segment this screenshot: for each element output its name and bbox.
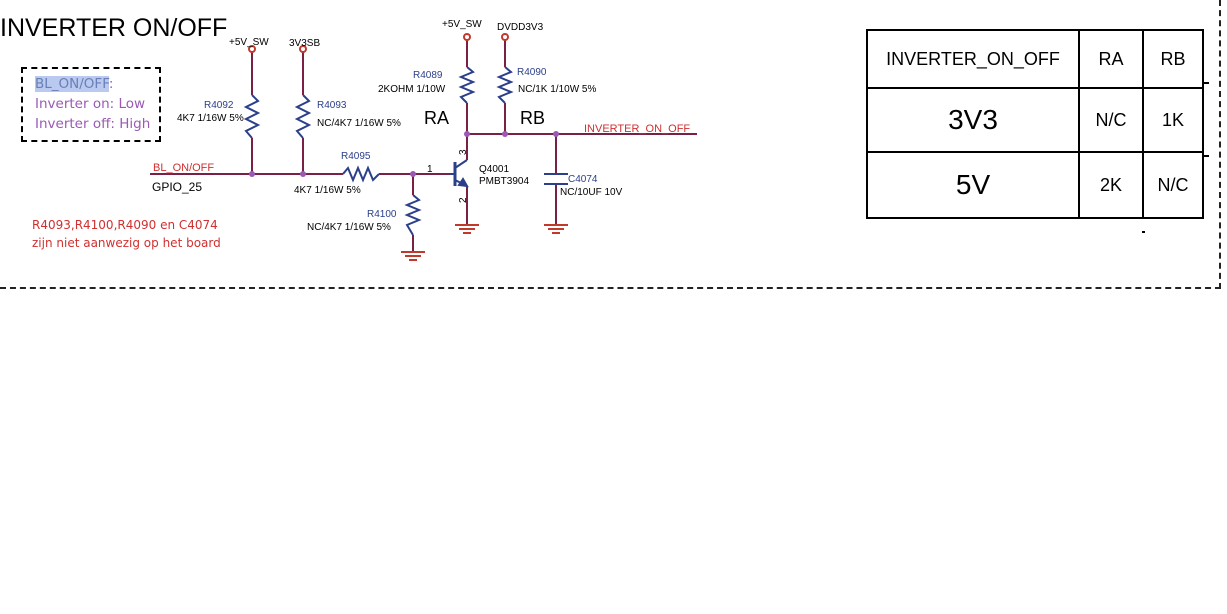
capacitor-c4074 (544, 173, 568, 185)
remark-line-1: R4093,R4100,R4090 en C4074 (32, 218, 218, 232)
note-inverter-off: Inverter off: High (35, 116, 151, 132)
ref-r4089: R4089 (413, 70, 443, 81)
label-ra: RA (424, 108, 449, 128)
junction-r4092 (249, 171, 255, 177)
net-inverter-on-off: INVERTER_ON_OFF (584, 123, 690, 135)
table-row: 3V3 N/C 1K (866, 87, 1204, 153)
note-inverter-on: Inverter on: Low (35, 96, 146, 112)
resistor-r4089 (458, 66, 476, 104)
table-cell: 1K (1142, 87, 1204, 153)
val-r4095: 4K7 1/16W 5% (294, 185, 361, 196)
junction-c4074 (553, 131, 559, 137)
table-cell: N/C (1142, 151, 1204, 219)
table-cell: 2K (1078, 151, 1144, 219)
resistor-r4092 (243, 94, 261, 139)
pin-3v3sb (299, 45, 307, 53)
table-header-cell: RB (1142, 29, 1204, 89)
remark-line-2: zijn niet aanwezig op het board (32, 236, 221, 250)
table-header-cell: RA (1078, 29, 1144, 89)
net-bl-on-off: BL_ON/OFF (153, 162, 214, 174)
dashed-frame (0, 0, 1221, 289)
ref-r4092: R4092 (204, 100, 234, 111)
table-edge-tick (1203, 155, 1209, 157)
table-dot (1142, 231, 1145, 233)
ground-icon (455, 224, 479, 234)
pin-dvdd3v3 (501, 33, 509, 41)
transistor-q4001 (450, 159, 469, 188)
val-r4093: NC/4K7 1/16W 5% (317, 118, 401, 129)
assembly-remark: R4093,R4100,R4090 en C4074 zijn niet aan… (32, 216, 221, 252)
junction-dots (249, 131, 559, 177)
ref-c4074: C4074 (568, 174, 598, 185)
note-box: BL_ON/OFF: Inverter on: Low Inverter off… (21, 67, 161, 142)
table-cell: 3V3 (866, 87, 1080, 153)
table-header-row: INVERTER_ON_OFF RA RB (866, 29, 1204, 89)
val-q4001: PMBT3904 (479, 176, 529, 187)
resistor-r4095 (342, 165, 380, 183)
transistor-emitter-arrow (457, 177, 469, 188)
resistors (243, 66, 514, 236)
net-5v-sw-right: +5V_SW (442, 19, 482, 30)
val-r4100: NC/4K7 1/16W 5% (307, 222, 391, 233)
pin-5v-left (248, 45, 256, 53)
junction-r4100 (410, 171, 416, 177)
junction-r4090 (502, 131, 508, 137)
supply-pins (248, 33, 509, 53)
ref-q4001: Q4001 (479, 164, 509, 175)
net-5v-sw-left: +5V_SW (229, 37, 269, 48)
ground-symbols (401, 224, 568, 261)
junction-r4093 (300, 171, 306, 177)
resistor-selection-table: INVERTER_ON_OFF RA RB 3V3 N/C 1K 5V 2K N… (866, 29, 1204, 219)
table-edge-tick (1203, 82, 1209, 84)
transistor-collector-lead (454, 159, 468, 169)
pin-number-collector: 3 (458, 149, 469, 155)
val-r4092: 4K7 1/16W 5% (177, 113, 244, 124)
schematic: +5V_SW 3V3SB +5V_SW DVDD3V3 BL_ON/OFF GP… (150, 19, 697, 261)
ref-r4095: R4095 (341, 151, 371, 162)
ref-r4090: R4090 (517, 67, 547, 78)
resistor-r4093 (294, 94, 312, 139)
val-r4090: NC/1K 1/10W 5% (518, 84, 596, 95)
junction-collector (464, 131, 470, 137)
ref-r4093: R4093 (317, 100, 347, 111)
ground-icon (401, 251, 425, 261)
note-signal-label: BL_ON/OFF (35, 76, 109, 92)
resistor-r4090 (496, 66, 514, 104)
ground-icon (544, 224, 568, 234)
table-cell: 5V (866, 151, 1080, 219)
val-r4089: 2KOHM 1/10W (378, 84, 446, 95)
page-title: INVERTER ON/OFF (0, 14, 228, 42)
label-rb: RB (520, 108, 545, 128)
pin-number-emitter: 2 (458, 197, 469, 203)
net-dvdd3v3: DVDD3V3 (497, 22, 544, 33)
pin-number-base: 1 (427, 164, 433, 175)
resistor-r4100 (404, 194, 422, 236)
pin-5v-right (463, 33, 471, 41)
net-gpio-25: GPIO_25 (152, 180, 202, 194)
table-cell: N/C (1078, 87, 1144, 153)
ref-r4100: R4100 (367, 209, 397, 220)
net-3v3sb: 3V3SB (289, 38, 320, 49)
table-header-cell: INVERTER_ON_OFF (866, 29, 1080, 89)
table-row: 5V 2K N/C (866, 151, 1204, 219)
note-signal-suffix: : (108, 76, 114, 92)
val-c4074: NC/10UF 10V (560, 187, 623, 198)
